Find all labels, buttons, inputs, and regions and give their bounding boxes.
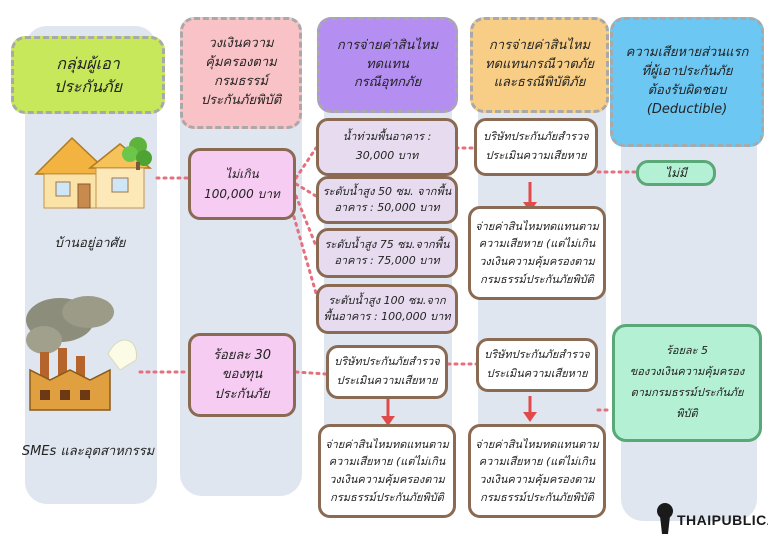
home-coverage-limit-box: ไม่เกิน 100,000 บาท — [188, 148, 296, 220]
sme-deductible-box: ร้อยละ 5 ของวงเงินความคุ้มครอง ตามกรมธรร… — [612, 324, 762, 442]
home-deductible-box: ไม่มี — [636, 160, 716, 186]
flood-level-box: ระดับน้ำสูง 100 ซม.จาก พื้นอาคาร : 100,0… — [316, 284, 458, 334]
flood-assessment-box: บริษัทประกันภัยสำรวจ ประเมินความเสียหาย — [326, 345, 448, 399]
group-label-home: บ้านอยู่อาศัย — [54, 236, 126, 251]
flood-payment-box: จ่ายค่าสินไหมทดแทนตาม ความเสียหาย (แต่ไม… — [318, 424, 456, 518]
keyhole-icon — [657, 503, 673, 534]
storm-payment-box-sme: จ่ายค่าสินไหมทดแทนตาม ความเสียหาย (แต่ไม… — [468, 424, 606, 518]
group-label-sme: SMEs และอุตสาหกรรม — [21, 444, 155, 459]
thaipublica-logo: THAIPUBLICA — [655, 500, 768, 538]
storm-assessment-box: บริษัทประกันภัยสำรวจ ประเมินความเสียหาย — [474, 118, 598, 176]
factory-icon — [26, 296, 137, 411]
flood-level-box: ระดับน้ำสูง 75 ซม.จากพื้น อาคาร : 75,000… — [316, 228, 458, 278]
header-flood-compensation: การจ่ายค่าสินไหม ทดแทน กรณีอุทกภัย — [317, 17, 458, 113]
sme-coverage-limit-box: ร้อยละ 30 ของทุน ประกันภัย — [188, 333, 296, 417]
flood-level-box: น้ำท่วมพื้นอาคาร : 30,000 บาท — [316, 118, 458, 176]
header-storm-earthquake-compensation: การจ่ายค่าสินไหม ทดแทนกรณีวาตภัย และธรณี… — [470, 17, 609, 113]
header-insured-group: กลุ่มผู้เอา ประกันภัย — [11, 36, 165, 114]
flood-level-box: ระดับน้ำสูง 50 ซม. จากพื้น อาคาร : 50,00… — [316, 176, 458, 224]
storm-payment-box: จ่ายค่าสินไหมทดแทนตาม ความเสียหาย (แต่ไม… — [468, 206, 606, 300]
house-icon — [34, 136, 153, 209]
storm-assessment-box-sme: บริษัทประกันภัยสำรวจ ประเมินความเสียหาย — [476, 338, 598, 392]
header-coverage-limit: วงเงินความ คุ้มครองตาม กรมธรรม์ ประกันภั… — [180, 17, 302, 129]
header-deductible: ความเสียหายส่วนแรก ที่ผู้เอาประกันภัย ต้… — [610, 17, 764, 147]
